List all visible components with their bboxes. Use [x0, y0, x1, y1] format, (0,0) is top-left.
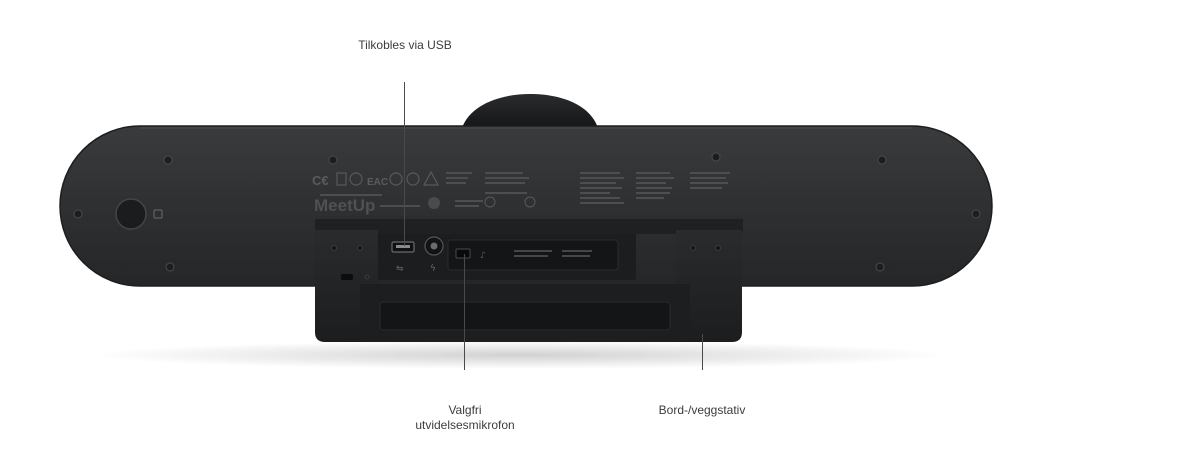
stand-callout-label: Bord-/veggstativ — [632, 403, 772, 418]
camera-dome — [462, 94, 598, 128]
usb-icon: ⇋ — [396, 264, 404, 274]
stand-right-leg — [676, 230, 742, 342]
stand-handle-slot — [379, 301, 671, 331]
power-icon: ϟ — [430, 264, 436, 274]
mic-callout-line-2: utvidelsesmikrofon — [415, 418, 515, 432]
sync-button — [115, 198, 147, 230]
usb-callout-label: Tilkobles via USB — [340, 38, 470, 53]
mic-callout-line-1: Valgfri — [448, 403, 482, 417]
serial-label — [514, 250, 592, 257]
stand-callout-text: Bord-/veggstativ — [658, 403, 746, 417]
svg-text:C€: C€ — [312, 173, 329, 188]
usb-callout-text: Tilkobles via USB — [358, 38, 452, 52]
kensington-lock-slot — [341, 274, 353, 280]
mic-expansion-port — [455, 248, 471, 259]
stand-hinge — [315, 216, 743, 234]
body-screws — [73, 152, 981, 272]
usb-leader-line — [404, 82, 405, 246]
camera-indicator-icon — [153, 209, 163, 219]
brand-logo-text: MeetUp — [314, 196, 375, 215]
regulatory-marks: C€ EAC — [312, 170, 440, 188]
floor-shadow — [90, 341, 950, 369]
svg-text:EAC: EAC — [367, 177, 388, 188]
stand-screws — [331, 245, 721, 251]
certification-icons — [428, 196, 536, 209]
mic-icon: ♪ — [480, 251, 486, 261]
camera-body — [60, 126, 992, 286]
mic-callout-label: Valgfri utvidelsesmikrofon — [385, 403, 545, 433]
label-fine-print — [320, 172, 730, 207]
mic-leader-line — [464, 254, 465, 370]
stand-leader-line — [702, 334, 703, 370]
